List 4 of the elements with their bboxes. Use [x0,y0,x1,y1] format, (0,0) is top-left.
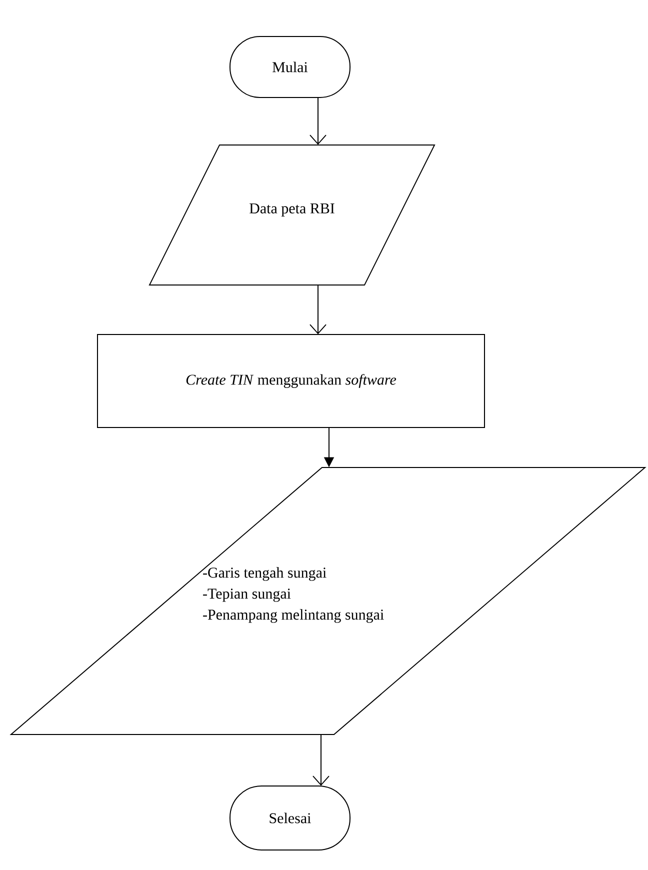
process-box: Create TIN menggunakan software [97,334,485,428]
arrow [310,284,326,334]
arrow [312,734,330,786]
arrow [310,97,326,145]
